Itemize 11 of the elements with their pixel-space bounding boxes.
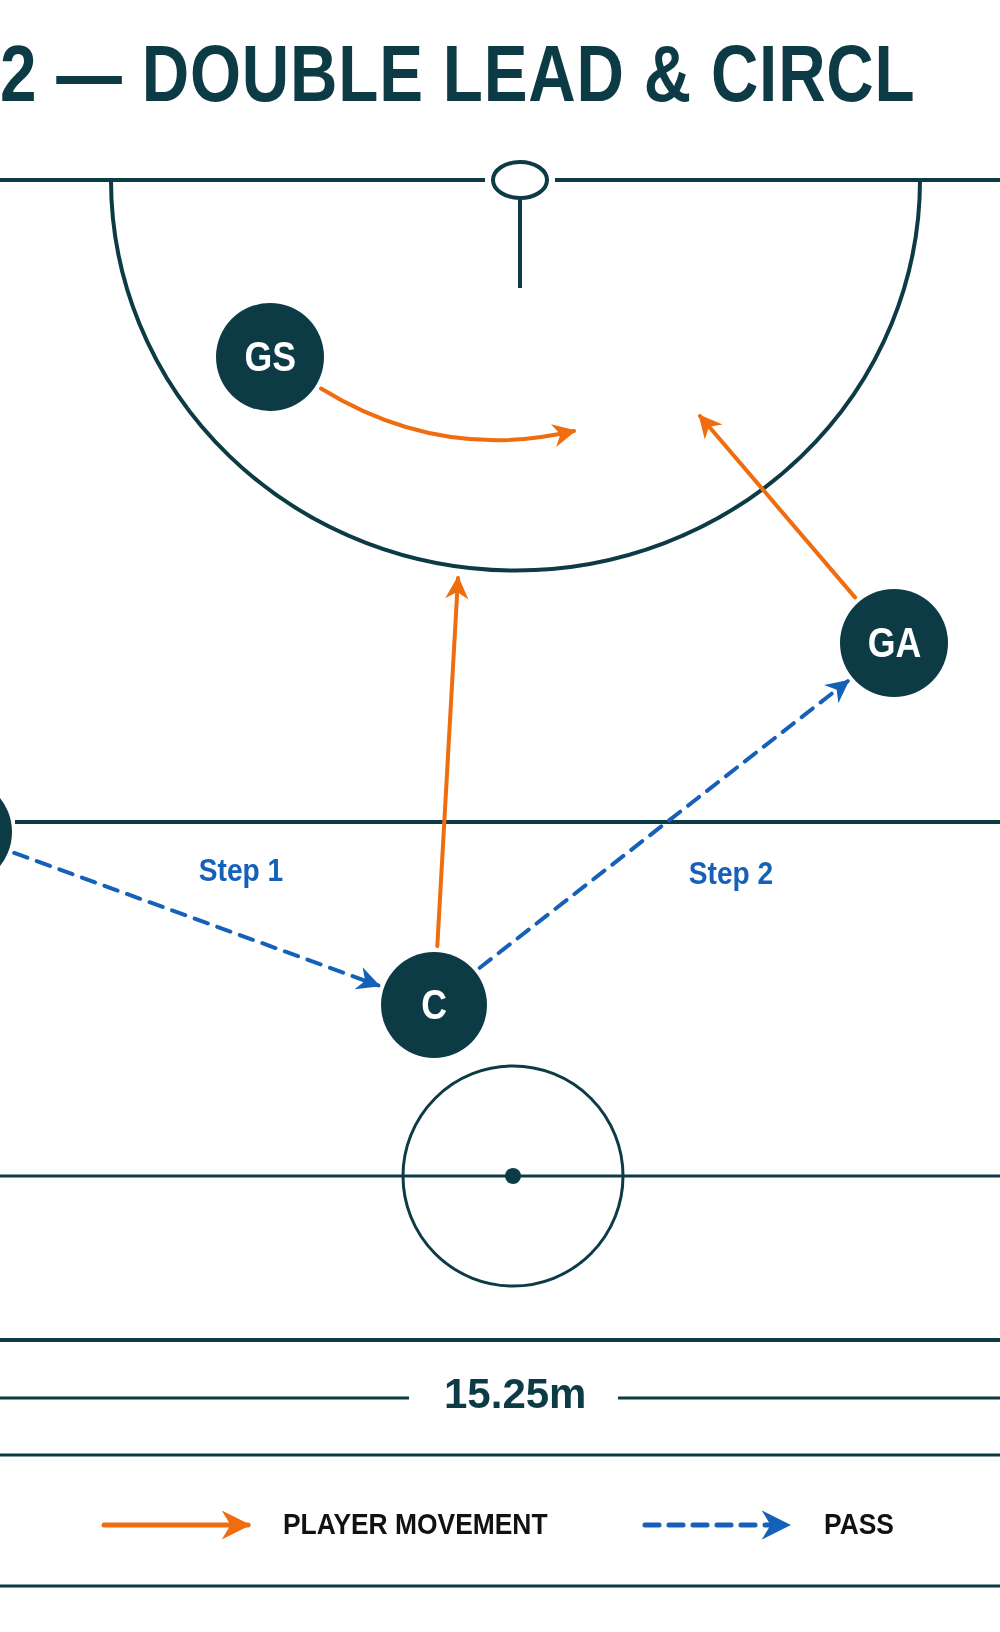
player-token: GS xyxy=(216,303,324,411)
movement-arrow xyxy=(435,575,469,949)
player-token: GA xyxy=(840,589,948,697)
player-token: C xyxy=(381,952,487,1058)
movement-arrow xyxy=(319,386,577,447)
title: 2 — DOUBLE LEAD & CIRCL xyxy=(0,28,916,120)
pass-arrow xyxy=(477,679,850,970)
legend-label: PASS xyxy=(824,1507,894,1541)
movement-arrow xyxy=(698,414,857,600)
legend-label: PLAYER MOVEMENT xyxy=(283,1507,548,1541)
pass-arrow xyxy=(12,850,381,990)
